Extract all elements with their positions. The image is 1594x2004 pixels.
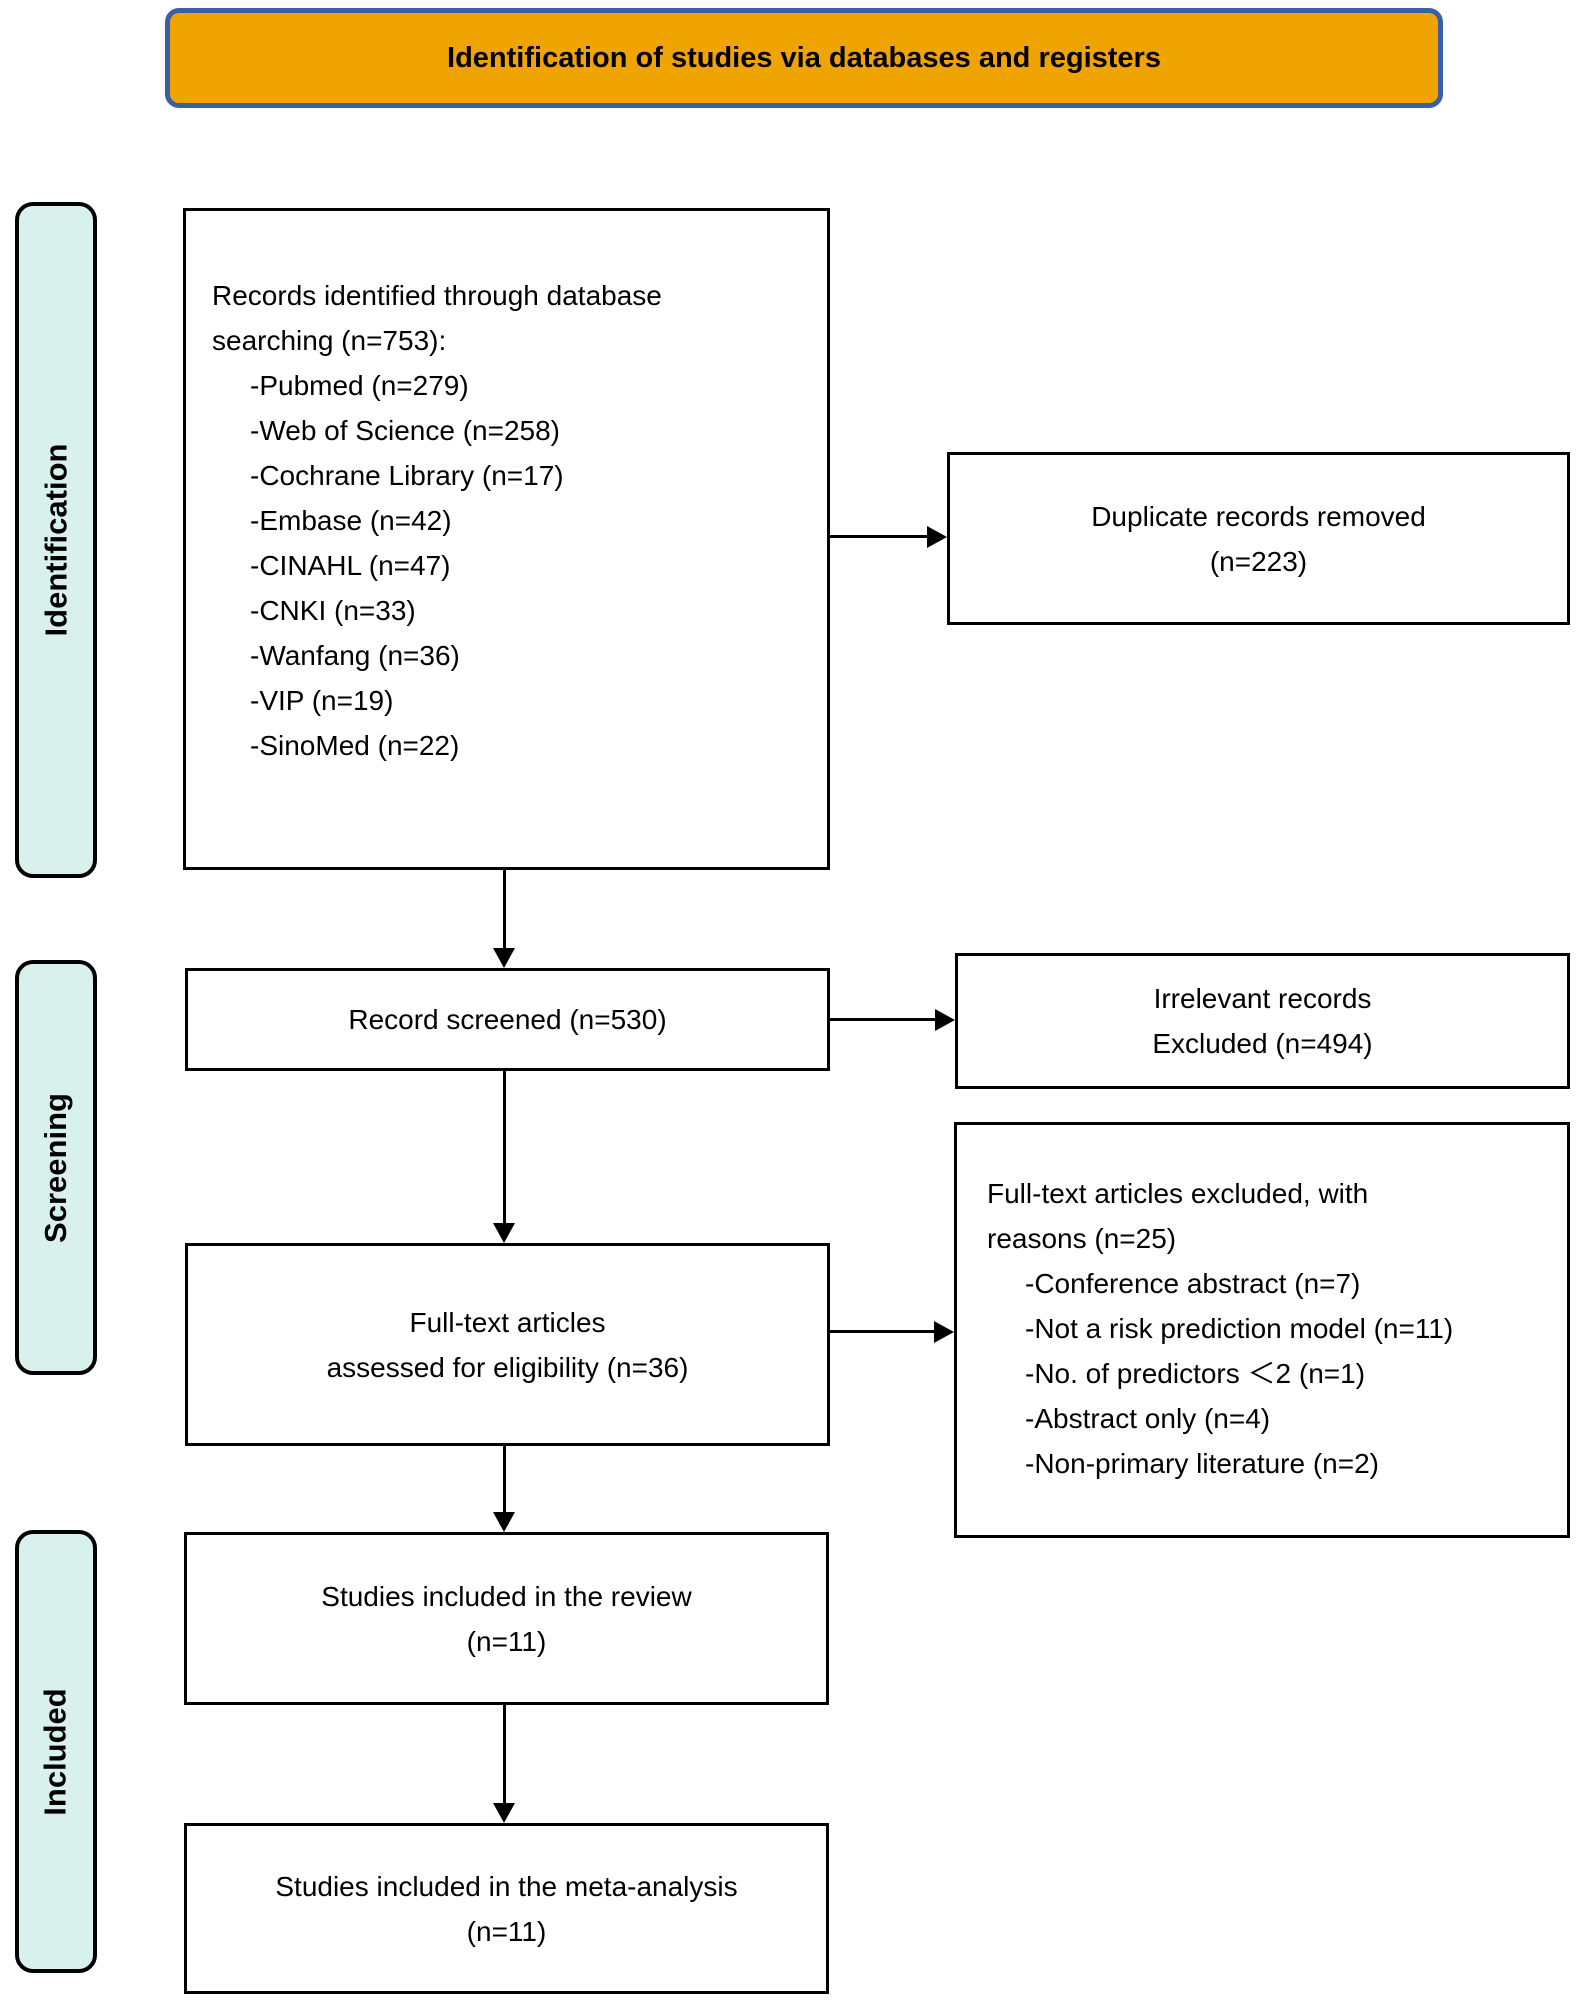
arrow-review-to-meta-head — [493, 1803, 515, 1823]
exclusion-reason-item: -Non-primary literature (n=2) — [1025, 1448, 1379, 1479]
arrow-screened-to-irrelevant-head — [935, 1009, 955, 1031]
stage-screening: Screening — [15, 960, 97, 1375]
banner-label: Identification of studies via databases … — [447, 41, 1161, 74]
exclusion-reason-item: -Conference abstract (n=7) — [1025, 1268, 1361, 1299]
arrow-screened-to-fulltext-line — [503, 1071, 506, 1225]
irrelevant-excluded-line2: Excluded (n=494) — [1152, 1028, 1373, 1059]
duplicates-removed-line2: (n=223) — [1209, 545, 1308, 577]
database-item: -Cochrane Library (n=17) — [250, 460, 564, 491]
records-identified-line2: searching (n=753): — [212, 325, 447, 356]
exclusion-reason-item: -Not a risk prediction model (n=11) — [1025, 1313, 1454, 1344]
arrow-records-to-screened-line — [503, 870, 506, 950]
box-duplicates-removed: Duplicate records removed (n=223) — [947, 452, 1570, 625]
stage-identification-label: Identification — [38, 443, 74, 637]
arrow-records-to-duplicates-head — [927, 526, 947, 548]
database-item: -Wanfang (n=36) — [250, 640, 460, 671]
included-review-line1: Studies included in the review — [321, 1580, 692, 1612]
box-fulltext-excluded: Full-text articles excluded, with reason… — [954, 1122, 1570, 1538]
database-item: -Web of Science (n=258) — [250, 415, 560, 446]
arrow-review-to-meta-line — [503, 1705, 506, 1805]
included-review-line2: (n=11) — [466, 1625, 547, 1657]
database-item: -CINAHL (n=47) — [250, 550, 451, 581]
database-item: -Embase (n=42) — [250, 505, 452, 536]
records-identified-line1: Records identified through database — [212, 280, 662, 311]
duplicates-removed-line1: Duplicate records removed — [1091, 500, 1426, 532]
box-irrelevant-excluded: Irrelevant records Excluded (n=494) — [955, 953, 1570, 1089]
box-included-review: Studies included in the review (n=11) — [184, 1532, 829, 1705]
database-item: -CNKI (n=33) — [250, 595, 416, 626]
arrow-screened-to-fulltext-head — [493, 1223, 515, 1243]
included-meta-line1: Studies included in the meta-analysis — [275, 1870, 738, 1902]
box-fulltext-assessed: Full-text articles assessed for eligibil… — [185, 1243, 830, 1446]
stage-identification: Identification — [15, 202, 97, 878]
stage-screening-label: Screening — [38, 1092, 74, 1243]
exclusion-reason-item: -Abstract only (n=4) — [1025, 1403, 1271, 1434]
stage-included: Included — [15, 1530, 97, 1973]
banner-identification-of-studies: Identification of studies via databases … — [165, 8, 1443, 108]
arrow-fulltext-to-excluded-head — [934, 1321, 954, 1343]
box-included-meta: Studies included in the meta-analysis (n… — [184, 1823, 829, 1994]
database-item: -VIP (n=19) — [250, 685, 394, 716]
arrow-records-to-screened-head — [493, 948, 515, 968]
stage-included-label: Included — [38, 1687, 74, 1816]
arrow-fulltext-to-excluded-line — [830, 1330, 936, 1333]
exclusion-reason-item: -No. of predictors ＜2 (n=1) — [1025, 1358, 1366, 1389]
box-records-screened: Record screened (n=530) — [185, 968, 830, 1071]
fulltext-assessed-line2: assessed for eligibility (n=36) — [326, 1351, 689, 1383]
arrow-fulltext-to-review-head — [493, 1512, 515, 1532]
fulltext-excluded-line2: reasons (n=25) — [987, 1223, 1177, 1254]
irrelevant-excluded-line1: Irrelevant records — [1153, 983, 1372, 1014]
box-records-identified: Records identified through database sear… — [183, 208, 830, 870]
records-screened-line1: Record screened (n=530) — [348, 1004, 667, 1035]
database-item: -Pubmed (n=279) — [250, 370, 469, 401]
fulltext-assessed-line1: Full-text articles — [409, 1306, 606, 1338]
included-meta-line2: (n=11) — [466, 1915, 547, 1947]
arrow-fulltext-to-review-line — [503, 1446, 506, 1514]
arrow-screened-to-irrelevant-line — [830, 1018, 937, 1021]
database-item: -SinoMed (n=22) — [250, 730, 460, 761]
fulltext-excluded-line1: Full-text articles excluded, with — [987, 1178, 1369, 1209]
arrow-records-to-duplicates-line — [830, 535, 929, 538]
